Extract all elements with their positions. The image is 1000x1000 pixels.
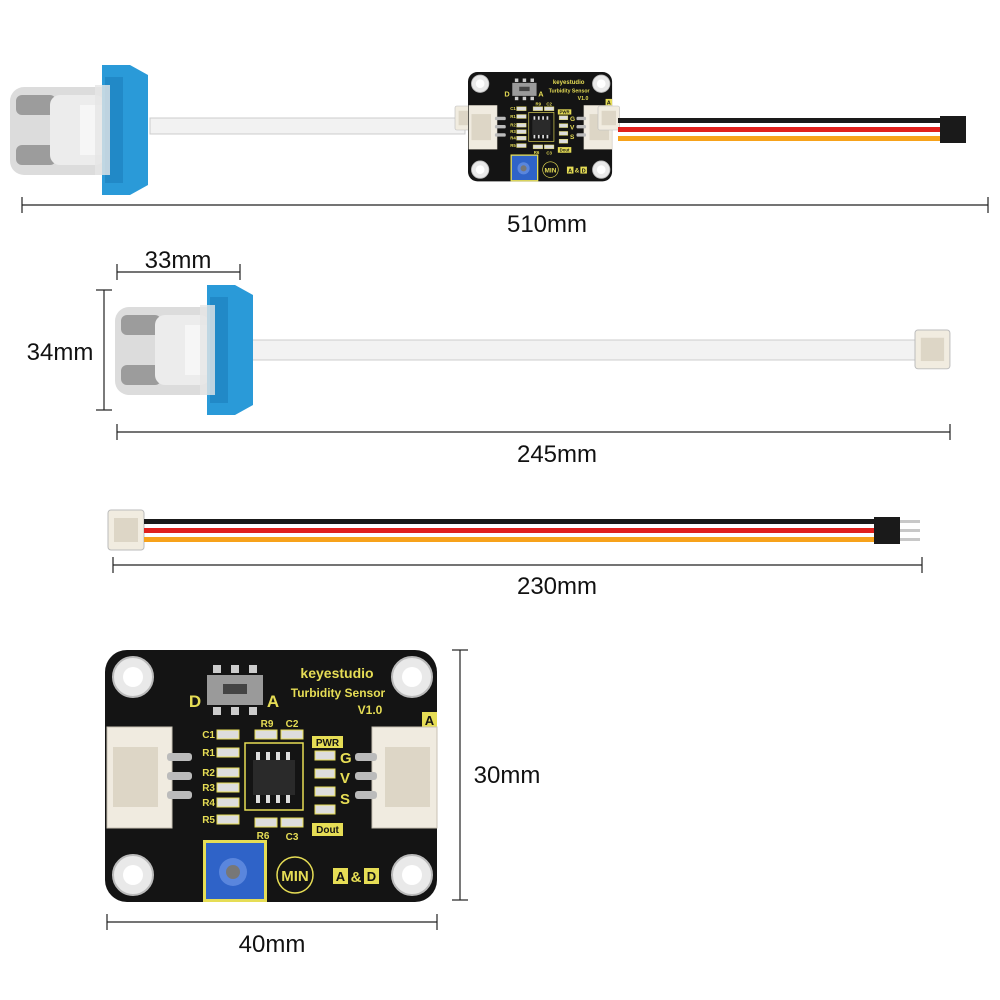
switch-label-a: A bbox=[267, 692, 279, 711]
part-label: C2 bbox=[286, 719, 299, 730]
pin-label-g: G bbox=[340, 750, 352, 767]
probe-image bbox=[10, 65, 148, 195]
pin-label-s: S bbox=[340, 791, 350, 808]
part-label: R5 bbox=[202, 815, 215, 826]
pin-label-v: V bbox=[340, 770, 350, 787]
board-version: V1.0 bbox=[358, 703, 383, 717]
switch-label-d: D bbox=[189, 692, 201, 711]
dimension-full-length: 510mm bbox=[507, 211, 587, 238]
dimension-probe-cable: 245mm bbox=[517, 441, 597, 468]
mode-a: A bbox=[336, 869, 346, 884]
board-thumbnail bbox=[467, 71, 613, 182]
board-image: D A keyestudio Turbidity Sensor V1.0 A C… bbox=[105, 650, 438, 902]
dimension-board-height: 30mm bbox=[474, 762, 541, 789]
signal-wire: 230mm bbox=[107, 509, 923, 600]
part-label: R2 bbox=[202, 768, 215, 779]
part-label: C3 bbox=[286, 832, 299, 843]
pwr-label: PWR bbox=[316, 738, 340, 749]
mode-d: D bbox=[367, 869, 376, 884]
brand-label: keyestudio bbox=[300, 665, 373, 681]
dimension-probe-height: 34mm bbox=[27, 339, 94, 366]
dimension-wire-length: 230mm bbox=[517, 573, 597, 600]
dout-label: Dout bbox=[316, 825, 339, 836]
part-label: R6 bbox=[257, 831, 270, 842]
probe-image bbox=[115, 285, 253, 415]
part-label: R4 bbox=[202, 798, 215, 809]
dimension-probe-width: 33mm bbox=[145, 247, 212, 274]
board-name: Turbidity Sensor bbox=[291, 686, 386, 700]
full-assembly: 510mm bbox=[10, 65, 989, 238]
part-label: R9 bbox=[261, 719, 274, 730]
pot-min-label: MIN bbox=[281, 868, 309, 885]
part-label: R3 bbox=[202, 783, 215, 794]
part-label: R1 bbox=[202, 748, 215, 759]
dimension-board-width: 40mm bbox=[239, 931, 306, 958]
mode-badge: A bbox=[425, 713, 435, 728]
probe-cable: 33mm 34mm 245mm bbox=[27, 247, 951, 468]
part-label: C1 bbox=[202, 730, 215, 741]
sensor-board: D A keyestudio Turbidity Sensor V1.0 A C… bbox=[105, 649, 541, 958]
mode-amp: & bbox=[351, 869, 362, 886]
